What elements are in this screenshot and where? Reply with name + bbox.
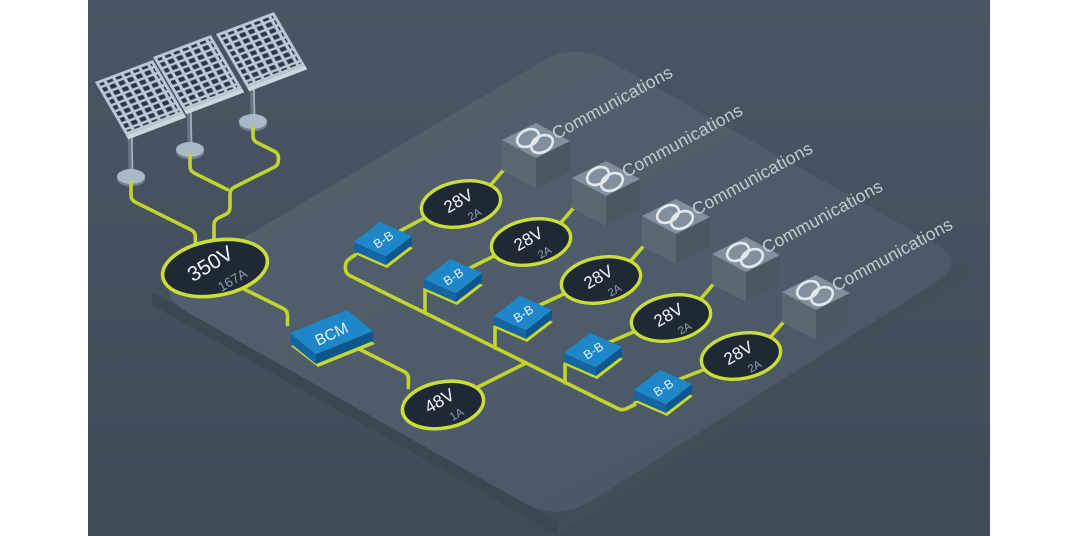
bb-converter-5: B-B: [634, 370, 693, 416]
wire-350v-to-bcm: [240, 286, 290, 327]
platform-right-side: [558, 262, 968, 535]
wire-main-bus: [343, 253, 637, 412]
panel-base: [176, 142, 204, 157]
wire-panel-2: [188, 153, 230, 192]
panel-base: [117, 169, 145, 184]
node-350v: 350V 167A: [160, 237, 270, 299]
node-48v: 48V 1A: [400, 379, 486, 431]
node-28v-4: [629, 293, 713, 343]
bb-converter-3: B-B: [494, 296, 553, 342]
wiring: [129, 126, 786, 412]
bcm-converter: BCM: [290, 310, 375, 367]
bb-converter-4: B-B: [564, 333, 623, 379]
bb-converter-1: B-B: [354, 222, 413, 268]
wire-panel-1: [129, 180, 198, 245]
panel-base: [239, 114, 267, 129]
wire-panel-3: [212, 126, 281, 242]
wire-48v-to-bus: [468, 361, 528, 393]
solar-power-diagram: 350V 167A BCM 48V 1A B-B 28V: [88, 0, 990, 536]
node-28v-3: [559, 255, 643, 305]
node-28v-1: [419, 179, 503, 229]
bb-converter-2: B-B: [424, 259, 483, 305]
solar-array: [117, 73, 267, 187]
wire-bcm-to-48v: [357, 347, 411, 390]
diagram-canvas: 350V 167A BCM 48V 1A B-B 28V: [88, 0, 990, 536]
platform-left-side: [152, 292, 558, 535]
node-28v-2: [489, 217, 573, 267]
node-28v-5: [699, 331, 783, 381]
